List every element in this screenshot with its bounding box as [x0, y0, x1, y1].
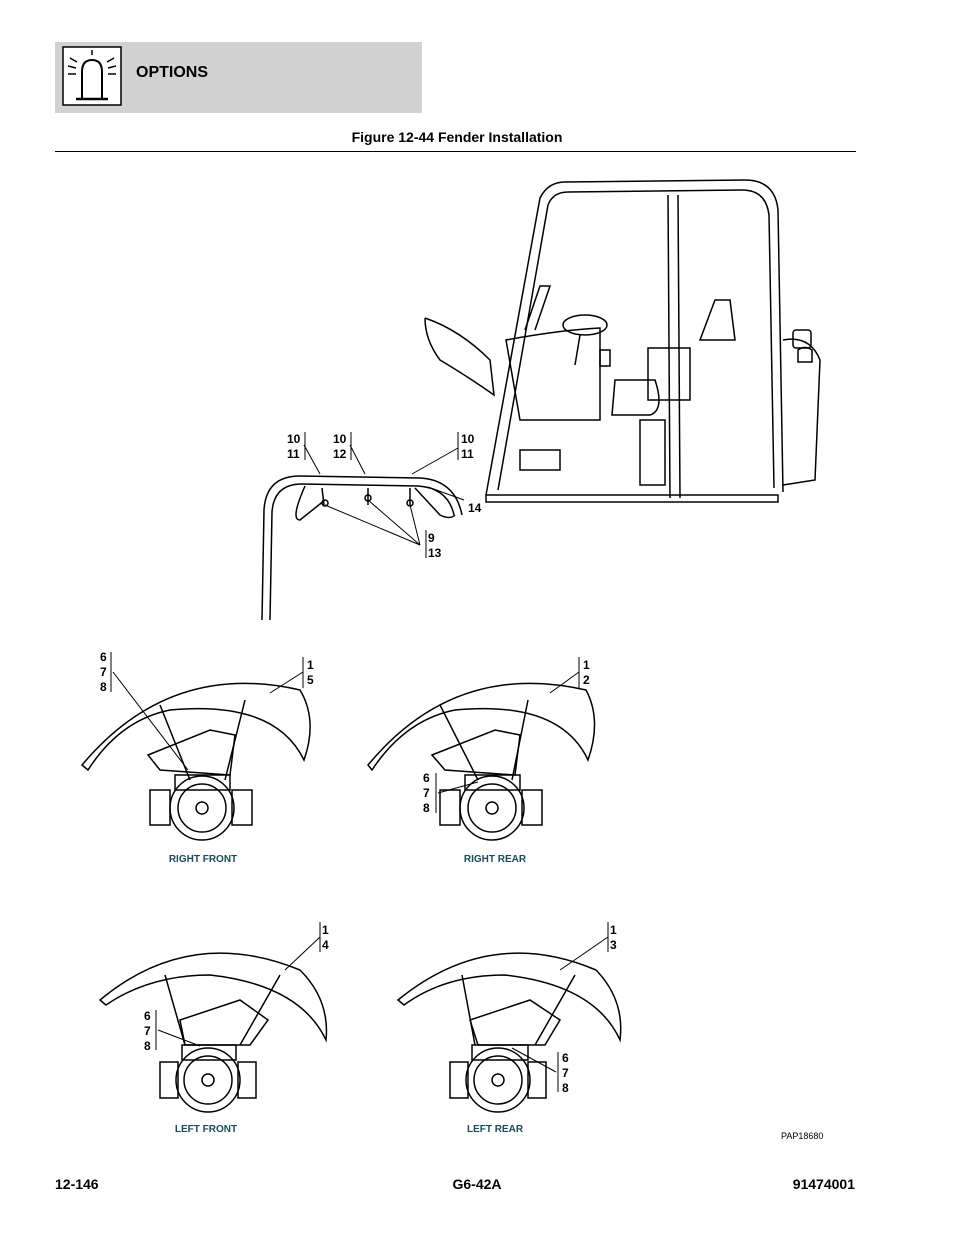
callout: 6 — [423, 771, 430, 785]
callout: 12 — [333, 447, 347, 461]
callout: 1 — [322, 923, 329, 937]
beacon-light-icon — [62, 46, 122, 106]
fender-right-rear-drawing — [367, 682, 596, 841]
section-title: OPTIONS — [136, 64, 209, 81]
fender-bracket-drawing — [261, 475, 463, 621]
bracket-leader-lines — [303, 432, 465, 558]
callout: 10 — [333, 432, 347, 446]
fender-right-front-drawing — [80, 682, 311, 841]
callout: 1 — [307, 658, 314, 672]
callout: 6 — [100, 650, 107, 664]
callout: 10 — [461, 432, 475, 446]
callout: 6 — [562, 1051, 569, 1065]
view-label-right-rear: RIGHT REAR — [464, 854, 527, 865]
callout: 13 — [428, 546, 442, 560]
callout: 1 — [610, 923, 617, 937]
callout: 4 — [322, 938, 329, 952]
callout: 8 — [144, 1039, 151, 1053]
callout: 5 — [307, 673, 314, 687]
fender-left-rear-drawing — [396, 952, 622, 1113]
page-number: 12-146 — [55, 1176, 99, 1192]
fender-leader-lines — [110, 652, 609, 1092]
document-part-number: 91474001 — [792, 1176, 855, 1192]
header-rule — [55, 151, 856, 152]
callout: 9 — [428, 531, 435, 545]
fender-left-front-drawing — [98, 952, 328, 1113]
callout: 2 — [583, 673, 590, 687]
callout: 14 — [468, 501, 482, 515]
callout: 8 — [423, 801, 430, 815]
callout: 7 — [562, 1066, 569, 1080]
model-number: G6-42A — [452, 1176, 502, 1192]
callout: 8 — [100, 680, 107, 694]
view-label-right-front: RIGHT FRONT — [169, 854, 237, 865]
callout: 7 — [100, 665, 107, 679]
callout: 11 — [287, 447, 300, 461]
view-label-left-front: LEFT FRONT — [175, 1124, 237, 1135]
cab-drawing — [424, 179, 821, 503]
callout: 7 — [144, 1024, 151, 1038]
callout: 7 — [423, 786, 430, 800]
view-label-left-rear: LEFT REAR — [467, 1124, 524, 1135]
callout: 10 — [287, 432, 301, 446]
callout: 8 — [562, 1081, 569, 1095]
callout: 3 — [610, 938, 617, 952]
figure-title: Figure 12-44 Fender Installation — [351, 129, 563, 145]
callout: 11 — [461, 447, 474, 461]
callout: 6 — [144, 1009, 151, 1023]
callout: 1 — [583, 658, 590, 672]
figure-reference-code: PAP18680 — [781, 1131, 823, 1141]
